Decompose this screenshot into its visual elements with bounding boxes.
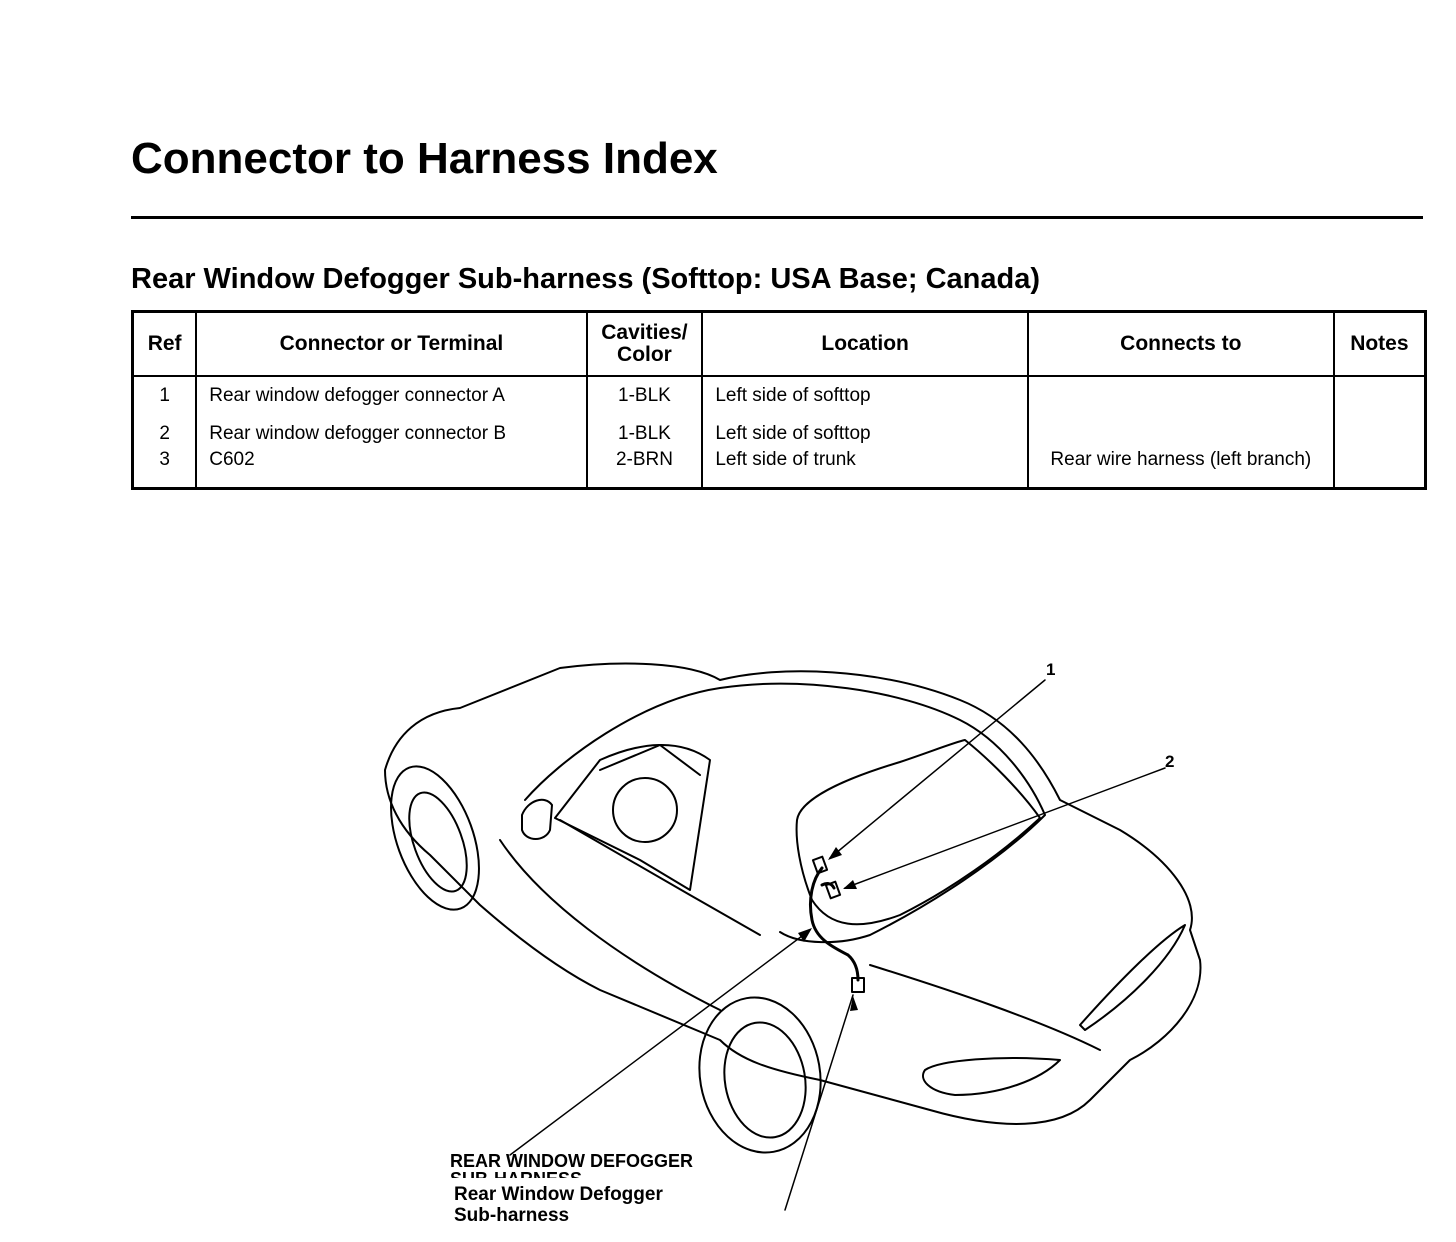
cell-connects-to: Rear wire harness (left branch) bbox=[1026, 447, 1335, 489]
tail-light bbox=[922, 1057, 1061, 1096]
roll-bar bbox=[599, 744, 701, 776]
softtop-outline bbox=[524, 682, 1046, 944]
header-notes: Notes bbox=[1332, 311, 1427, 377]
cell-location: Left side of softtop bbox=[701, 413, 1029, 447]
car-body-outline bbox=[384, 662, 1202, 1125]
cell-cavities: 2-BRN bbox=[585, 447, 704, 489]
trunk-line bbox=[869, 964, 1101, 1051]
front-wheel bbox=[390, 765, 480, 911]
table-row: 3 C602 2-BRN Left side of trunk Rear wir… bbox=[131, 447, 1427, 489]
cell-ref: 3 bbox=[131, 447, 198, 489]
arrowhead-harness bbox=[798, 928, 812, 942]
rear-wheel bbox=[698, 996, 822, 1154]
cell-connector: C602 bbox=[195, 447, 588, 489]
leader-line-harness bbox=[509, 929, 811, 1156]
cell-notes bbox=[1332, 447, 1427, 489]
header-connects-to: Connects to bbox=[1026, 311, 1335, 377]
harness-wire bbox=[808, 866, 860, 982]
harness-label: Rear Window Defogger Sub-harness bbox=[454, 1184, 663, 1226]
header-location: Location bbox=[701, 311, 1029, 377]
door-line bbox=[559, 819, 761, 936]
cell-connector: Rear window defogger connector A bbox=[195, 376, 588, 413]
cell-connector: Rear window defogger connector B bbox=[195, 413, 588, 447]
connector-c602-icon bbox=[851, 977, 865, 993]
leader-line-c602 bbox=[784, 994, 854, 1211]
table-row: 2 Rear window defogger connector B 1-BLK… bbox=[131, 413, 1427, 447]
title-divider bbox=[131, 216, 1423, 219]
cell-connects-to bbox=[1026, 376, 1335, 413]
cell-location: Left side of softtop bbox=[701, 376, 1029, 413]
cell-ref: 1 bbox=[131, 376, 198, 413]
arrowhead-2 bbox=[843, 880, 857, 889]
header-cavities-line2: Color bbox=[617, 343, 672, 366]
page-title: Connector to Harness Index bbox=[131, 134, 718, 183]
seat-headrest bbox=[612, 777, 678, 843]
door-lower-line bbox=[499, 839, 721, 1011]
side-window-outline bbox=[554, 744, 711, 891]
trunk-spoiler bbox=[1079, 924, 1186, 1031]
cell-cavities: 1-BLK bbox=[585, 376, 704, 413]
header-connector: Connector or Terminal bbox=[195, 311, 588, 377]
cell-connects-to bbox=[1026, 413, 1335, 447]
harness-label-caps-line2: SUB-HARNESS bbox=[450, 1169, 582, 1178]
side-mirror bbox=[521, 798, 553, 840]
front-wheel-rim bbox=[408, 791, 468, 893]
harness-label-line1: Rear Window Defogger bbox=[454, 1184, 663, 1205]
header-ref: Ref bbox=[131, 311, 198, 377]
header-cavities-line1: Cavities/ bbox=[601, 321, 688, 344]
callout-2: 2 bbox=[1165, 752, 1175, 771]
section-heading: Rear Window Defogger Sub-harness (Softto… bbox=[131, 263, 1041, 295]
rear-wheel-rim bbox=[723, 1021, 807, 1139]
header-cavities: Cavities/ Color bbox=[585, 311, 704, 377]
cell-cavities: 1-BLK bbox=[585, 413, 704, 447]
arrowhead-c602 bbox=[850, 996, 858, 1011]
leader-line-1 bbox=[829, 679, 1046, 859]
harness-label-caps: REAR WINDOW DEFOGGER SUB-HARNESS bbox=[450, 1152, 693, 1178]
rear-window-outline bbox=[795, 739, 1041, 926]
harness-label-caps-line1: REAR WINDOW DEFOGGER bbox=[450, 1152, 693, 1171]
connector-a-icon bbox=[811, 855, 829, 875]
cell-notes bbox=[1332, 376, 1427, 413]
cell-location: Left side of trunk bbox=[701, 447, 1029, 489]
connector-index-table: Ref Connector or Terminal Cavities/ Colo… bbox=[131, 310, 1427, 490]
table-header-row: Ref Connector or Terminal Cavities/ Colo… bbox=[131, 311, 1427, 377]
callout-1: 1 bbox=[1046, 660, 1056, 679]
cell-notes bbox=[1332, 413, 1427, 447]
harness-label-line2: Sub-harness bbox=[454, 1205, 570, 1226]
table-row: 1 Rear window defogger connector A 1-BLK… bbox=[131, 376, 1427, 413]
leader-line-2 bbox=[844, 767, 1166, 889]
connector-b-icon bbox=[824, 880, 842, 900]
arrowhead-1 bbox=[828, 847, 842, 860]
cell-ref: 2 bbox=[131, 413, 198, 447]
